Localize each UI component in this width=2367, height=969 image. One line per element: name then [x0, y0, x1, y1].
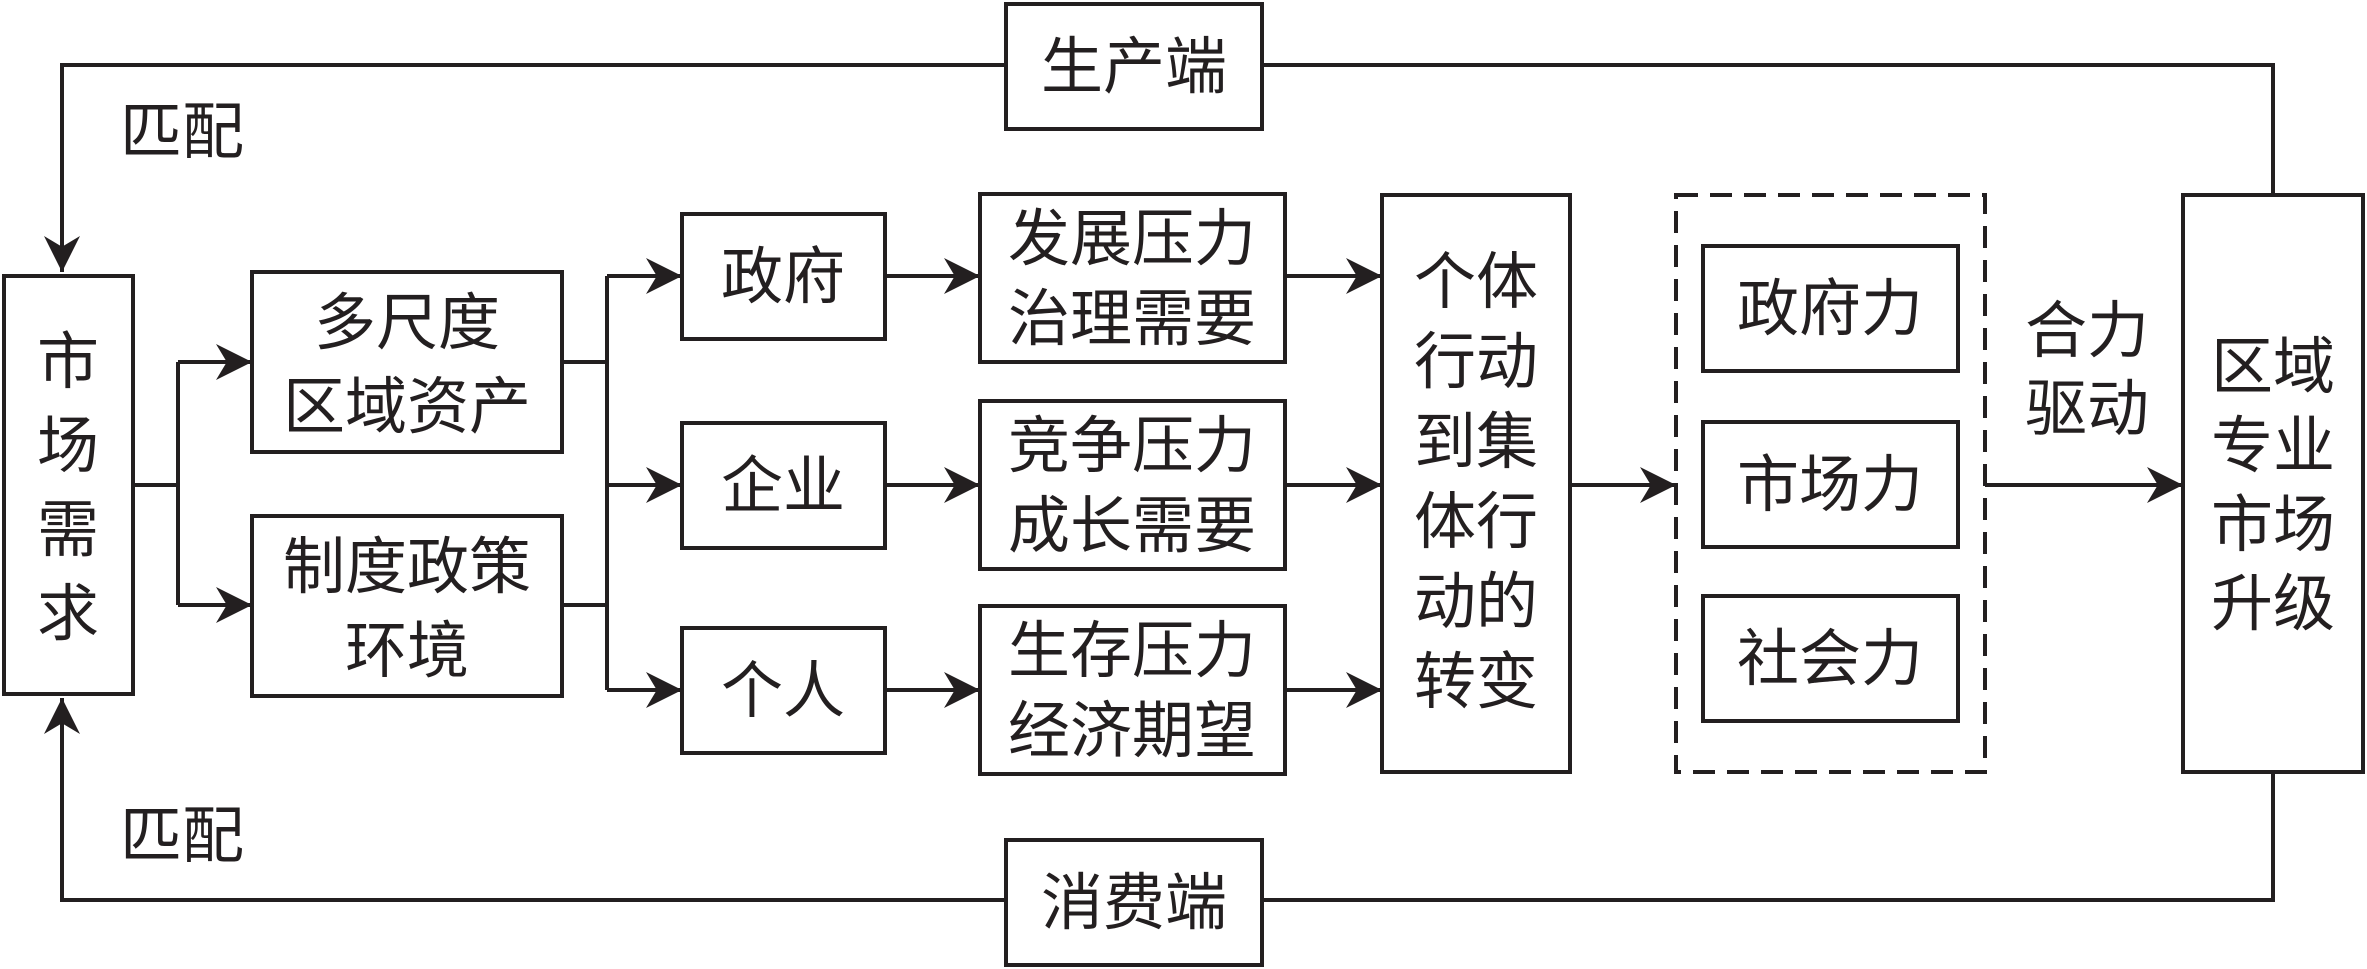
regional-assets-line-2: 区域资产	[283, 370, 531, 443]
government-force-node: 政府力	[1701, 244, 1960, 373]
government-force-label: 政府力	[1737, 272, 1923, 345]
market-upgrade-line-2: 专业	[2211, 409, 2335, 482]
social-force-node: 社会力	[1701, 594, 1960, 723]
government-pressure-line-2: 治理需要	[1008, 282, 1256, 355]
consumption-end-node: 消费端	[1004, 838, 1264, 967]
government-pressure-node: 发展压力 治理需要	[978, 192, 1287, 364]
transition-line-5: 动的	[1414, 565, 1538, 638]
production-end-label: 生产端	[1041, 30, 1227, 103]
market-upgrade-node: 区域 专业 市场 升级	[2181, 193, 2365, 774]
match-label-bottom: 匹配	[120, 799, 244, 872]
match-label-top: 匹配	[120, 95, 244, 168]
policy-environment-line-1: 制度政策	[283, 530, 531, 603]
enterprise-node: 企业	[680, 421, 887, 550]
market-upgrade-line-3: 市场	[2211, 488, 2335, 561]
enterprise-label: 企业	[721, 449, 845, 522]
regional-assets-node: 多尺度 区域资产	[250, 270, 564, 454]
individual-pressure-node: 生存压力 经济期望	[978, 604, 1287, 776]
transition-line-3: 到集	[1414, 405, 1538, 478]
enterprise-pressure-node: 竞争压力 成长需要	[978, 399, 1287, 571]
joint-drive-line-2: 驱动	[2025, 372, 2149, 445]
market-force-label: 市场力	[1737, 448, 1923, 521]
individual-label: 个人	[721, 654, 845, 727]
policy-environment-line-2: 环境	[345, 614, 469, 687]
production-end-node: 生产端	[1004, 2, 1264, 131]
market-demand-node: 市 场 需 求	[2, 274, 135, 696]
consumption-end-label: 消费端	[1041, 866, 1227, 939]
forces-group: 政府力 市场力 社会力	[1674, 193, 1987, 774]
market-demand-line-4: 求	[37, 577, 99, 650]
market-demand-line-1: 市	[37, 325, 99, 398]
transition-line-1: 个体	[1414, 245, 1538, 318]
government-label: 政府	[721, 240, 845, 313]
market-demand-line-3: 需	[37, 493, 99, 566]
market-force-node: 市场力	[1701, 420, 1960, 549]
government-node: 政府	[680, 212, 887, 341]
individual-pressure-line-2: 经济期望	[1008, 694, 1256, 767]
enterprise-pressure-line-2: 成长需要	[1008, 489, 1256, 562]
transition-node: 个体 行动 到集 体行 动的 转变	[1380, 193, 1572, 774]
policy-environment-node: 制度政策 环境	[250, 514, 564, 698]
individual-node: 个人	[680, 626, 887, 755]
transition-line-4: 体行	[1414, 485, 1538, 558]
market-upgrade-line-1: 区域	[2211, 330, 2335, 403]
actor-bus-line	[562, 276, 609, 690]
demand-split-line	[133, 362, 180, 605]
market-upgrade-line-4: 升级	[2211, 567, 2335, 640]
regional-assets-line-1: 多尺度	[314, 286, 500, 359]
joint-drive-line-1: 合力	[2025, 294, 2149, 367]
government-pressure-line-1: 发展压力	[1008, 202, 1256, 275]
social-force-label: 社会力	[1737, 622, 1923, 695]
individual-pressure-line-1: 生存压力	[1008, 614, 1256, 687]
transition-line-6: 转变	[1414, 645, 1538, 718]
enterprise-pressure-line-1: 竞争压力	[1008, 409, 1256, 482]
market-demand-line-2: 场	[37, 409, 99, 482]
transition-line-2: 行动	[1414, 325, 1538, 398]
